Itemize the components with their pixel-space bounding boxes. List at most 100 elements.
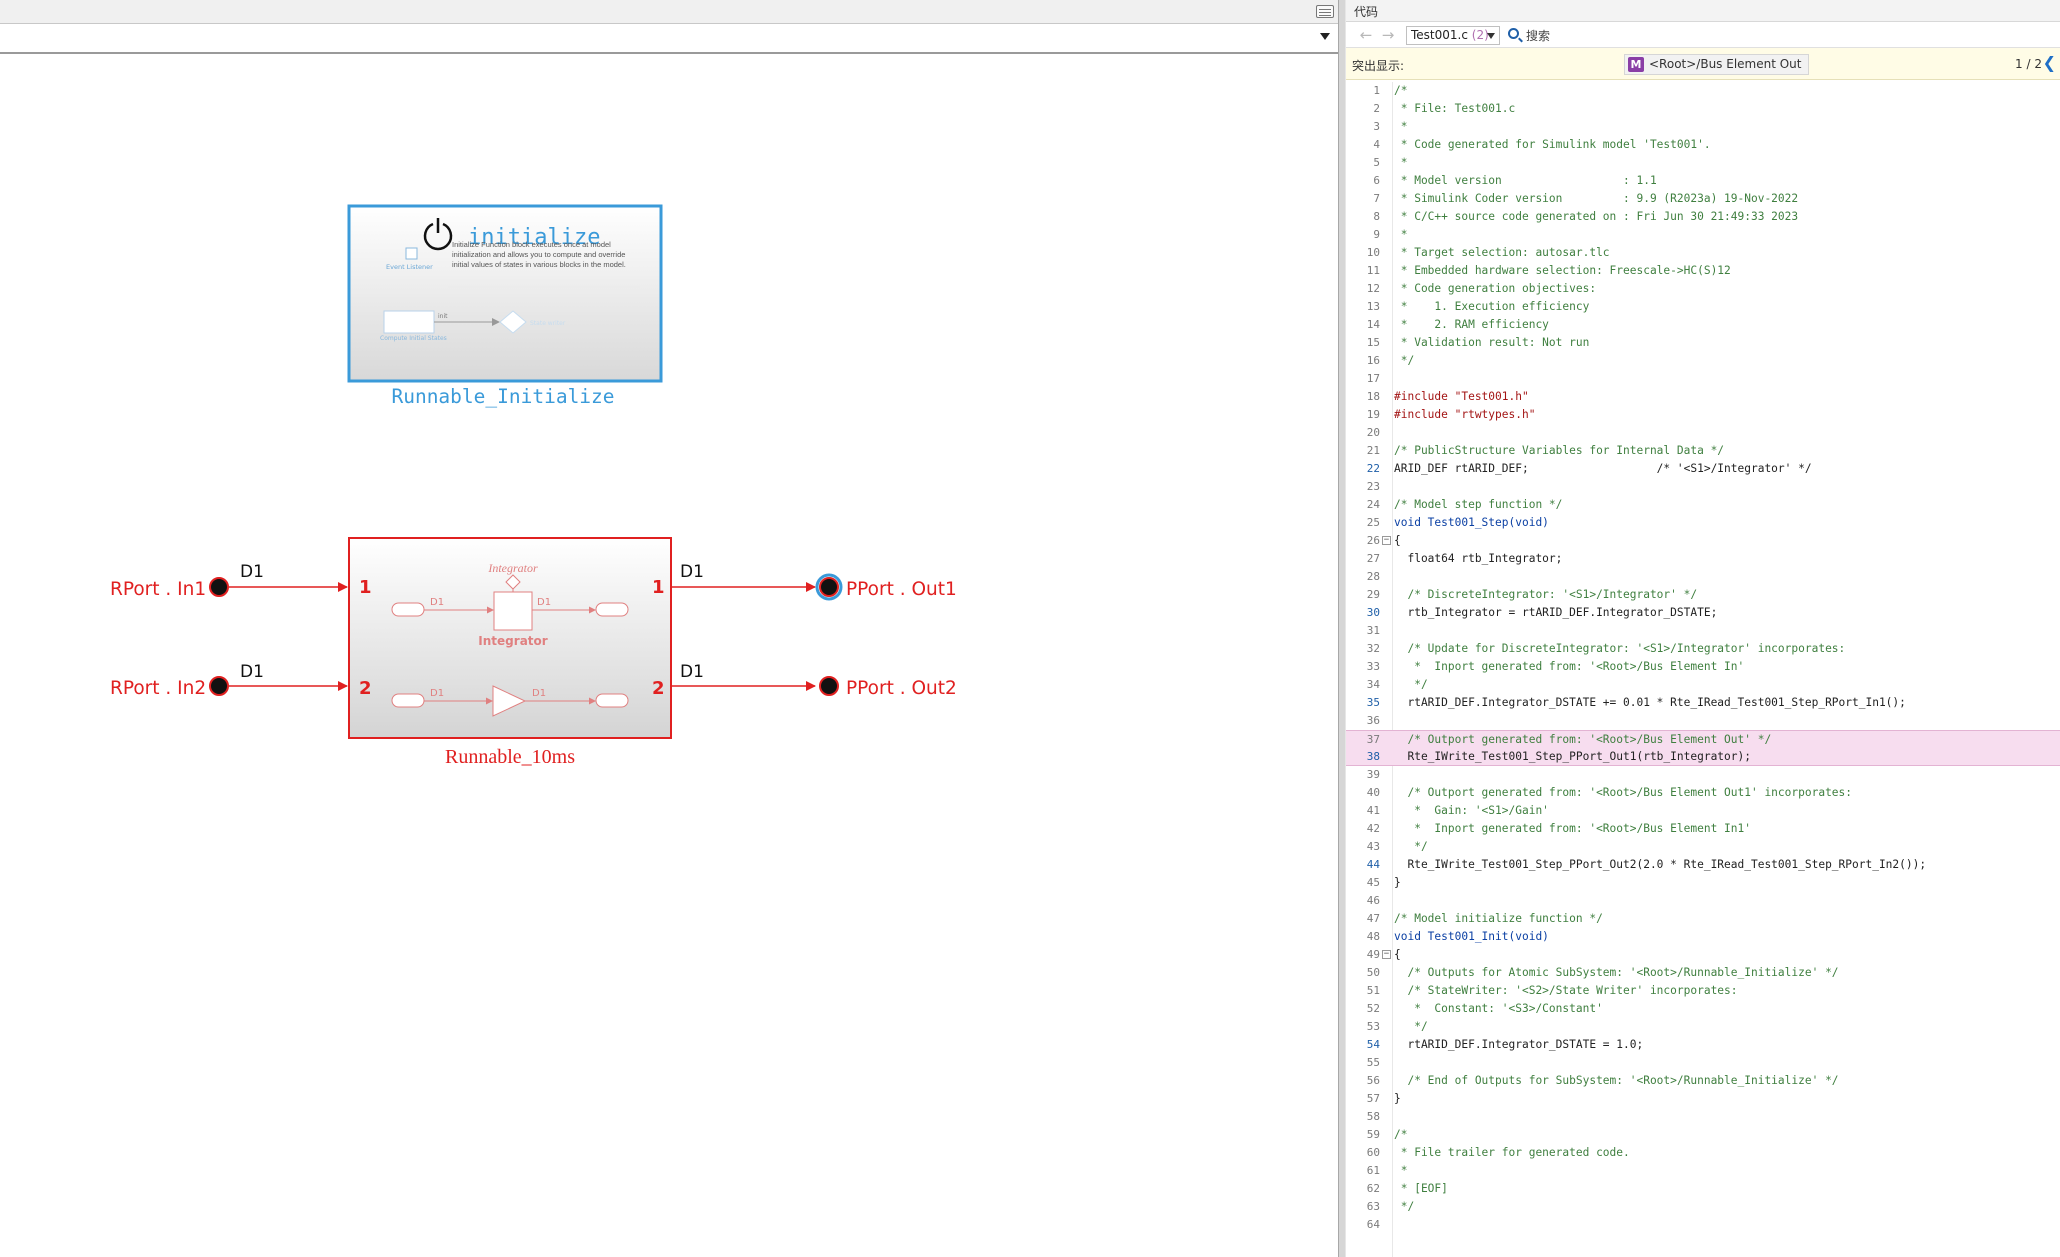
line-number-link[interactable]: 38 <box>1366 750 1380 763</box>
signal-out2-label: D1 <box>680 662 704 682</box>
code-text: */ <box>1394 678 1428 691</box>
pport-out2-dot[interactable] <box>819 676 839 696</box>
chevron-down-icon[interactable] <box>1320 33 1330 40</box>
rport-in1-dot[interactable] <box>209 577 229 597</box>
line-number: 1 <box>1373 84 1380 97</box>
keyboard-icon[interactable] <box>1316 5 1334 18</box>
line-number: 57 <box>1366 1092 1380 1105</box>
code-text: */ <box>1394 1020 1428 1033</box>
pport-out2[interactable]: D1 PPort . Out2 <box>672 662 957 699</box>
rport-in1[interactable]: RPort . In1 D1 <box>110 562 348 600</box>
runnable-10ms-block[interactable]: 1 2 1 2 Integrator D1 D1 Integrator D1 D… <box>348 537 672 768</box>
line-number-link[interactable]: 35 <box>1366 696 1380 709</box>
code-text: */ <box>1394 840 1428 853</box>
code-text: /* Outputs for Atomic SubSystem: '<Root>… <box>1394 966 1839 979</box>
code-text: * Target selection: autosar.tlc <box>1394 246 1610 259</box>
code-text: * Constant: '<S3>/Constant' <box>1394 1002 1603 1015</box>
line-number: 16 <box>1366 354 1380 367</box>
code-line: 35 rtARID_DEF.Integrator_DSTATE += 0.01 … <box>1346 694 2060 712</box>
canvas-toolbar <box>0 0 1340 24</box>
line-number: 19 <box>1366 408 1380 421</box>
code-text: * File trailer for generated code. <box>1394 1146 1630 1159</box>
code-text: */ <box>1394 1200 1415 1213</box>
rport-in2[interactable]: RPort . In2 D1 <box>110 662 348 699</box>
code-panel-title: 代码 <box>1346 0 2060 22</box>
integrator-bottom-label: Integrator <box>478 634 547 648</box>
line-number: 21 <box>1366 444 1380 457</box>
gain-triangle <box>492 685 527 717</box>
code-line: 14 * 2. RAM efficiency <box>1346 316 2060 334</box>
search-label[interactable]: 搜索 <box>1526 29 1551 43</box>
fold-toggle-icon[interactable]: − <box>1382 535 1391 545</box>
code-line: 7 * Simulink Coder version : 9.9 (R2023a… <box>1346 190 2060 208</box>
back-arrow-icon[interactable]: ← <box>1359 26 1373 44</box>
line-number: 34 <box>1366 678 1380 691</box>
file-select[interactable]: Test001.c (2) <box>1406 26 1500 45</box>
code-line: 37 /* Outport generated from: '<Root>/Bu… <box>1346 730 2060 748</box>
line-number: 37 <box>1366 733 1380 746</box>
line-number: 7 <box>1373 192 1380 205</box>
inner-signal-in-1: D1 <box>430 597 444 608</box>
line-number-link[interactable]: 54 <box>1366 1038 1380 1051</box>
code-line: 32 /* Update for DiscreteIntegrator: '<S… <box>1346 640 2060 658</box>
listener-box <box>405 247 418 260</box>
code-line: 11 * Embedded hardware selection: Freesc… <box>1346 262 2060 280</box>
code-nav-bar: ← → Test001.c (2) 搜索 <box>1346 22 2060 48</box>
model-m-icon: M <box>1628 57 1644 72</box>
code-panel: 代码 ← → Test001.c (2) 搜索 突出显示: M <Root>/B… <box>1346 0 2060 1257</box>
line-number: 11 <box>1366 264 1380 277</box>
code-text: * File: Test001.c <box>1394 102 1516 115</box>
line-number: 55 <box>1366 1056 1380 1069</box>
line-number: 18 <box>1366 390 1380 403</box>
code-line: 34 */ <box>1346 676 2060 694</box>
line-number-link[interactable]: 30 <box>1366 606 1380 619</box>
address-bar[interactable] <box>0 24 1340 54</box>
integrator-top-label: Integrator <box>487 561 538 575</box>
line-number: 29 <box>1366 588 1380 601</box>
code-line: 9 * <box>1346 226 2060 244</box>
search-icon[interactable] <box>1508 28 1519 39</box>
forward-arrow-icon[interactable]: → <box>1381 26 1395 44</box>
code-text: * Simulink Coder version : 9.9 (R2023a) … <box>1394 192 1799 205</box>
line-number: 17 <box>1366 372 1380 385</box>
line-number: 9 <box>1373 228 1380 241</box>
code-line: 10 * Target selection: autosar.tlc <box>1346 244 2060 262</box>
gutter-divider <box>1392 82 1393 1257</box>
runnable-initialize-block[interactable]: initialize Event Listener Initialize Fun… <box>347 204 663 408</box>
chevron-left-icon[interactable]: ❮ <box>2042 53 2056 72</box>
file-name: Test001.c <box>1411 28 1468 42</box>
line-number: 42 <box>1366 822 1380 835</box>
init-port-label: init <box>438 313 448 320</box>
line-number: 45 <box>1366 876 1380 889</box>
code-text: /* StateWriter: '<S2>/State Writer' inco… <box>1394 984 1738 997</box>
code-text: /* Update for DiscreteIntegrator: '<S1>/… <box>1394 642 1846 655</box>
line-number: 50 <box>1366 966 1380 979</box>
port-in-2-number: 2 <box>359 678 372 699</box>
fold-toggle-icon[interactable]: − <box>1382 949 1391 959</box>
pport-out1-dot[interactable] <box>819 577 839 597</box>
pport-out1-label: PPort . Out1 <box>846 579 957 600</box>
runnable-10ms-label: Runnable_10ms <box>445 746 575 768</box>
pport-out2-label: PPort . Out2 <box>846 678 957 699</box>
line-number: 53 <box>1366 1020 1380 1033</box>
code-text: /* <box>1394 84 1408 97</box>
code-text: /* Outport generated from: '<Root>/Bus E… <box>1394 786 1853 799</box>
model-canvas[interactable]: initialize Event Listener Initialize Fun… <box>0 0 1340 1257</box>
pport-out1[interactable]: D1 PPort . Out1 <box>672 562 957 601</box>
code-line: 52 * Constant: '<S3>/Constant' <box>1346 1000 2060 1018</box>
panel-splitter[interactable] <box>1338 0 1346 1257</box>
event-listener-label: Event Listener <box>386 263 433 271</box>
code-text: /* Model initialize function */ <box>1394 912 1603 925</box>
code-text: } <box>1394 1092 1401 1105</box>
code-text: #include "rtwtypes.h" <box>1394 408 1536 421</box>
line-number-link[interactable]: 22 <box>1366 462 1380 475</box>
line-number-link[interactable]: 44 <box>1366 858 1380 871</box>
rport-in2-dot[interactable] <box>209 676 229 696</box>
port-in-1-number: 1 <box>359 577 372 598</box>
line-number: 60 <box>1366 1146 1380 1159</box>
highlight-chip[interactable]: M <Root>/Bus Element Out <box>1624 54 1809 75</box>
